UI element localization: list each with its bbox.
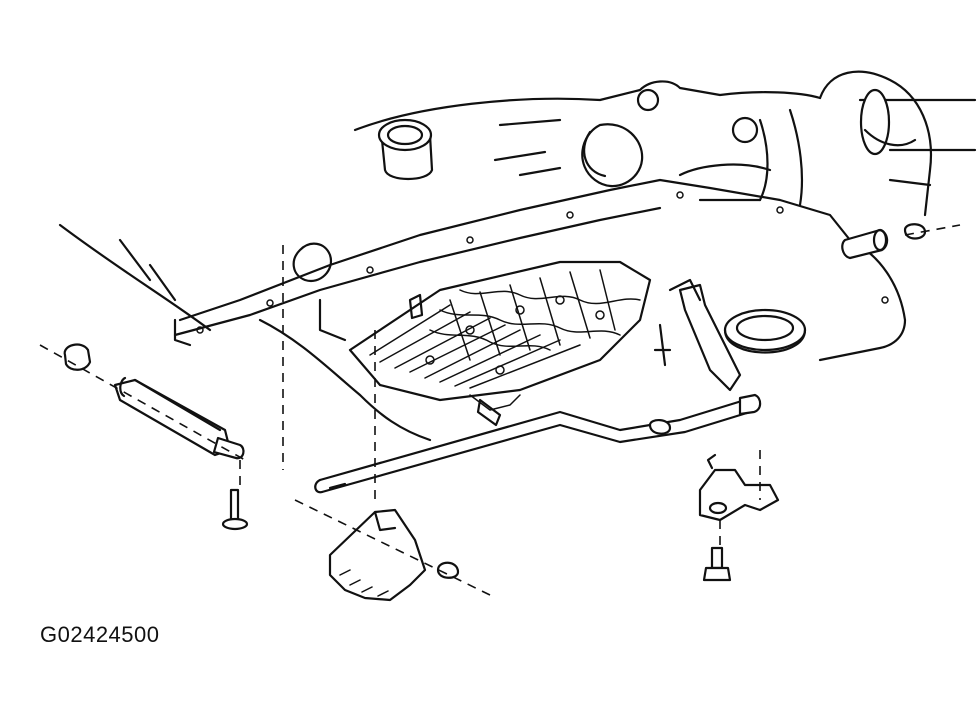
manual-shaft bbox=[841, 223, 927, 260]
detent-lever bbox=[328, 508, 460, 602]
bolt-left bbox=[221, 488, 249, 531]
link-rod bbox=[314, 393, 762, 494]
pan-opening bbox=[723, 308, 807, 354]
plug-cup bbox=[377, 118, 434, 180]
leader-lines bbox=[39, 224, 961, 596]
case-flange bbox=[173, 178, 907, 362]
transmission-case bbox=[353, 70, 977, 217]
bolt-right bbox=[702, 546, 732, 582]
case-lower-left bbox=[58, 223, 432, 442]
detent-bracket bbox=[698, 453, 780, 522]
accumulator-assembly bbox=[63, 343, 245, 460]
figure-code: G02424500 bbox=[40, 622, 160, 647]
detent-linkage bbox=[408, 278, 742, 427]
valve-body bbox=[348, 260, 652, 411]
